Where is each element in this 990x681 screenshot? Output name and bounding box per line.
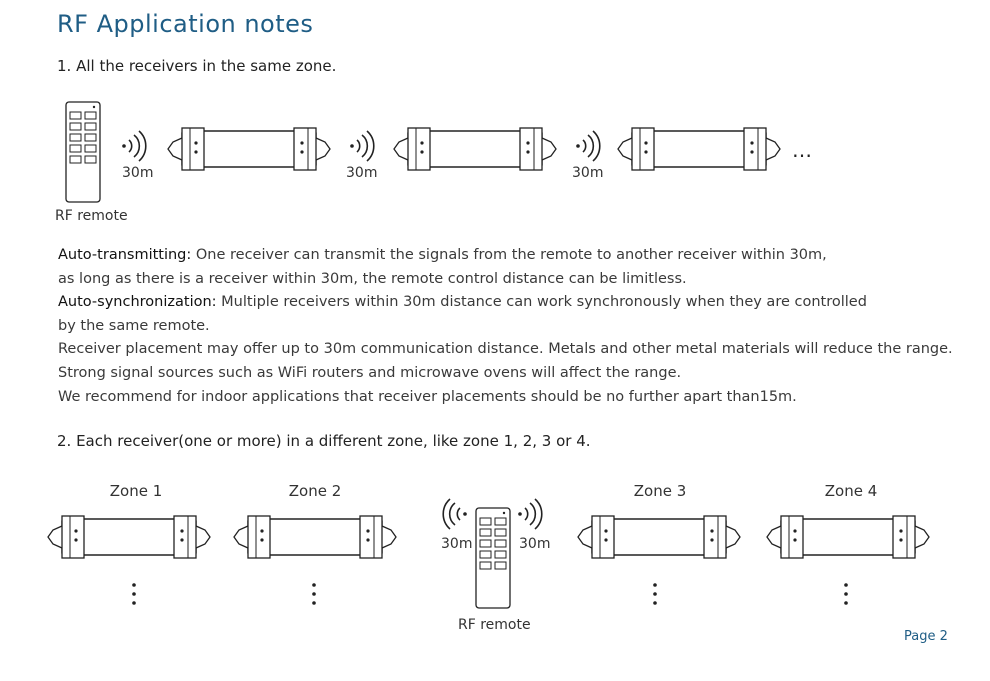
receiver-icon bbox=[167, 127, 331, 171]
receiver-icon bbox=[577, 515, 741, 559]
receiver-icon bbox=[617, 127, 781, 171]
receiver-icon bbox=[766, 515, 930, 559]
note-line: as long as there is a receiver within 30… bbox=[58, 270, 687, 287]
distance-label-right: 30m bbox=[519, 536, 551, 552]
rf-remote-icon bbox=[65, 101, 101, 203]
more-receivers-dots bbox=[844, 583, 848, 605]
notes-paragraph: Auto-transmitting: One receiver can tran… bbox=[58, 244, 953, 409]
zone-4-label: Zone 4 bbox=[824, 482, 878, 500]
zone-2-label: Zone 2 bbox=[288, 482, 342, 500]
page-number: Page 2 bbox=[904, 629, 948, 644]
auto-sync-label: Auto-synchronization: bbox=[58, 294, 217, 311]
section-1-heading: 1. All the receivers in the same zone. bbox=[57, 57, 337, 75]
receiver-icon bbox=[47, 515, 211, 559]
more-receivers-dots bbox=[132, 583, 136, 605]
zone-1-label: Zone 1 bbox=[109, 482, 163, 500]
distance-label-left: 30m bbox=[441, 536, 473, 552]
note-line: Auto-transmitting: One receiver can tran… bbox=[58, 244, 938, 268]
distance-label: 30m bbox=[346, 165, 378, 181]
more-receivers-dots bbox=[653, 583, 657, 605]
more-receivers-dots bbox=[312, 583, 316, 605]
zone-3-label: Zone 3 bbox=[633, 482, 687, 500]
auto-transmit-text: One receiver can transmit the signals fr… bbox=[191, 247, 827, 263]
note-line: Auto-synchronization: Multiple receivers… bbox=[58, 291, 938, 315]
auto-transmit-label: Auto-transmitting: bbox=[58, 247, 192, 263]
rf-remote-label: RF remote bbox=[55, 208, 128, 224]
note-line: Strong signal sources such as WiFi route… bbox=[58, 364, 682, 381]
continuation-ellipsis: … bbox=[792, 138, 813, 162]
rf-remote-label: RF remote bbox=[458, 617, 531, 633]
auto-sync-text: Multiple receivers within 30m distance c… bbox=[216, 294, 867, 311]
receiver-icon bbox=[393, 127, 557, 171]
distance-label: 30m bbox=[572, 165, 604, 181]
receiver-icon bbox=[233, 515, 397, 559]
note-line: by the same remote. bbox=[58, 317, 210, 334]
section-2-heading: 2. Each receiver(one or more) in a diffe… bbox=[57, 432, 591, 450]
page-title: RF Application notes bbox=[57, 10, 314, 38]
note-line: We recommend for indoor applications tha… bbox=[58, 388, 797, 405]
note-line: Receiver placement may offer up to 30m c… bbox=[58, 341, 953, 358]
distance-label: 30m bbox=[122, 165, 154, 181]
